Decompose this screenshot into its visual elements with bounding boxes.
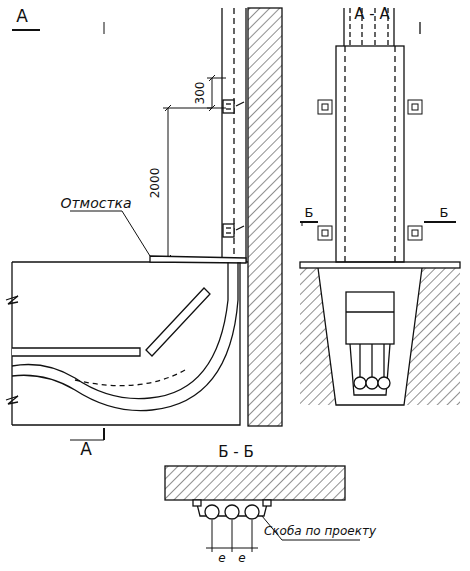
dimension-label: 300 (194, 82, 206, 105)
section-label: А (16, 8, 28, 25)
section-label: Б (440, 206, 449, 219)
section-label: А (80, 441, 92, 458)
section-label: Б - Б (218, 445, 254, 460)
wall-hatch (248, 8, 282, 426)
note-label: Скоба по проекту (264, 525, 376, 537)
dimension-label: 2000 (149, 168, 161, 199)
section-label: Б (305, 206, 314, 219)
note-label: Отмостка (60, 196, 131, 210)
section-label: А - А (354, 7, 389, 22)
dimension-label: е (238, 552, 245, 564)
dimension-label: е (218, 552, 225, 564)
